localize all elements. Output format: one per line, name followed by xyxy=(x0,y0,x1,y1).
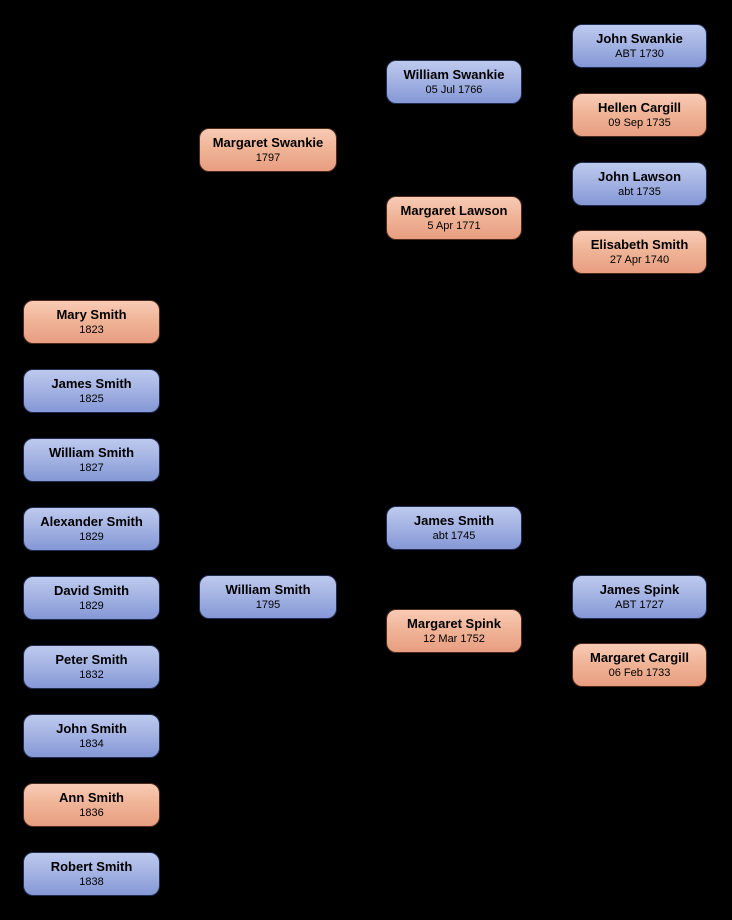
person-name: William Swankie xyxy=(403,67,505,83)
person-name: James Spink xyxy=(599,582,680,598)
person-node-james-smith-1825[interactable]: James Smith 1825 xyxy=(23,369,160,413)
person-node-hellen-cargill[interactable]: Hellen Cargill 09 Sep 1735 xyxy=(572,93,707,137)
person-date: 1797 xyxy=(255,151,281,164)
person-node-john-smith[interactable]: John Smith 1834 xyxy=(23,714,160,758)
person-date: abt 1745 xyxy=(432,529,476,542)
person-name: James Smith xyxy=(51,376,132,392)
person-name: Peter Smith xyxy=(55,652,128,668)
person-node-james-smith-1745[interactable]: James Smith abt 1745 xyxy=(386,506,522,550)
person-name: Alexander Smith xyxy=(40,514,143,530)
person-date: 06 Feb 1733 xyxy=(608,666,671,679)
person-date: 1832 xyxy=(79,668,104,681)
person-name: James Smith xyxy=(413,513,495,529)
person-name: Mary Smith xyxy=(56,307,127,323)
person-node-margaret-swankie[interactable]: Margaret Swankie 1797 xyxy=(199,128,337,172)
person-node-william-smith-1795[interactable]: William Smith 1795 xyxy=(199,575,337,619)
person-name: John Lawson xyxy=(597,169,682,185)
person-name: Margaret Cargill xyxy=(590,650,689,666)
person-date: 5 Apr 1771 xyxy=(427,219,481,232)
person-date: 1823 xyxy=(79,323,104,336)
person-node-mary-smith[interactable]: Mary Smith 1823 xyxy=(23,300,160,344)
person-date: 09 Sep 1735 xyxy=(608,116,671,129)
person-date: ABT 1730 xyxy=(615,47,664,60)
person-date: 1838 xyxy=(79,875,104,888)
person-date: ABT 1727 xyxy=(615,598,664,611)
person-name: John Swankie xyxy=(596,31,683,47)
person-node-robert-smith[interactable]: Robert Smith 1838 xyxy=(23,852,160,896)
person-name: William Smith xyxy=(225,582,311,598)
person-date: 1795 xyxy=(255,598,281,611)
person-node-david-smith[interactable]: David Smith 1829 xyxy=(23,576,160,620)
person-node-john-swankie[interactable]: John Swankie ABT 1730 xyxy=(572,24,707,68)
person-name: David Smith xyxy=(53,583,130,599)
person-name: Robert Smith xyxy=(50,859,133,875)
person-name: John Smith xyxy=(56,721,127,737)
person-date: 1829 xyxy=(79,599,104,612)
person-name: Elisabeth Smith xyxy=(590,237,689,253)
person-node-margaret-spink[interactable]: Margaret Spink 12 Mar 1752 xyxy=(386,609,522,653)
person-date: 1829 xyxy=(79,530,104,543)
person-node-elisabeth-smith[interactable]: Elisabeth Smith 27 Apr 1740 xyxy=(572,230,707,274)
person-node-alexander-smith[interactable]: Alexander Smith 1829 xyxy=(23,507,160,551)
person-date: abt 1735 xyxy=(618,185,661,198)
person-name: William Smith xyxy=(48,445,135,461)
person-name: Margaret Lawson xyxy=(400,203,508,219)
person-date: 27 Apr 1740 xyxy=(609,253,670,266)
person-node-ann-smith[interactable]: Ann Smith 1836 xyxy=(23,783,160,827)
person-name: Margaret Spink xyxy=(407,616,501,632)
person-node-peter-smith[interactable]: Peter Smith 1832 xyxy=(23,645,160,689)
person-node-james-spink[interactable]: James Spink ABT 1727 xyxy=(572,575,707,619)
person-node-john-lawson[interactable]: John Lawson abt 1735 xyxy=(572,162,707,206)
person-date: 05 Jul 1766 xyxy=(425,83,483,96)
person-node-margaret-lawson[interactable]: Margaret Lawson 5 Apr 1771 xyxy=(386,196,522,240)
person-node-margaret-cargill[interactable]: Margaret Cargill 06 Feb 1733 xyxy=(572,643,707,687)
person-date: 1827 xyxy=(79,461,104,474)
person-node-william-smith-1827[interactable]: William Smith 1827 xyxy=(23,438,160,482)
person-name: Ann Smith xyxy=(59,790,124,806)
person-date: 1825 xyxy=(79,392,104,405)
person-date: 12 Mar 1752 xyxy=(423,632,485,645)
person-date: 1834 xyxy=(79,737,104,750)
person-node-william-swankie[interactable]: William Swankie 05 Jul 1766 xyxy=(386,60,522,104)
person-name: Hellen Cargill xyxy=(597,100,682,116)
person-date: 1836 xyxy=(79,806,104,819)
person-name: Margaret Swankie xyxy=(212,135,324,151)
